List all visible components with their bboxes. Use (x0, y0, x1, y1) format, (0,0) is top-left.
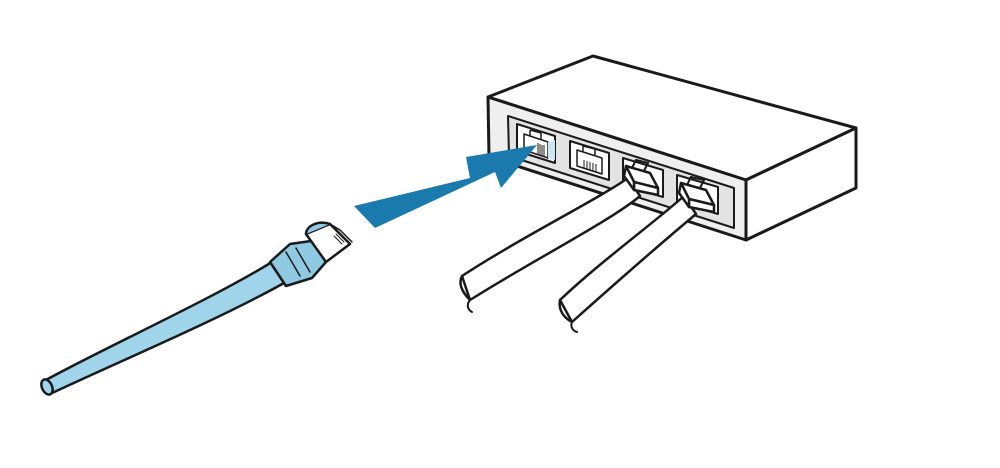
plug-port-4 (677, 176, 716, 214)
cable-body (42, 260, 286, 396)
port-2-pins (583, 160, 597, 172)
port-1-pins (537, 143, 545, 156)
plugged-cables (459, 159, 716, 333)
network-switch-icon (486, 54, 858, 242)
port-2 (569, 140, 610, 181)
plug-port-3 (622, 159, 660, 197)
plug-latch (304, 221, 332, 236)
insert-arrow-icon (354, 145, 537, 228)
ethernet-cable-icon (40, 221, 353, 396)
plug-contacts (333, 229, 349, 245)
switch-side-face (744, 126, 858, 242)
cable-end (40, 378, 54, 396)
